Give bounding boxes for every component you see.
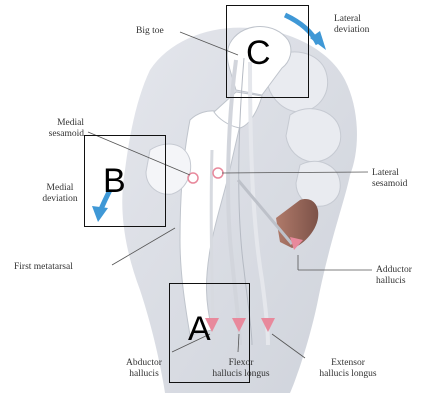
annotation-letter-a: A <box>188 312 211 346</box>
label-extensor-hallucis-longus-line2: hallucis longus <box>298 369 398 380</box>
label-extensor-hallucis-longus-line1: Extensor <box>298 358 398 369</box>
label-lateral-sesamoid-line1: Lateral <box>372 168 407 179</box>
annotation-letter-c: C <box>246 36 271 70</box>
label-adductor-hallucis: Adductor hallucis <box>376 265 412 287</box>
annotation-letter-b: B <box>103 164 126 198</box>
label-lateral-sesamoid: Lateral sesamoid <box>372 168 407 190</box>
label-medial-sesamoid-line1: Medial <box>28 118 84 129</box>
label-extensor-hallucis-longus: Extensor hallucis longus <box>298 358 398 380</box>
label-medial-deviation: Medial deviation <box>30 183 90 205</box>
label-medial-sesamoid: Medial sesamoid <box>28 118 84 140</box>
label-big-toe: Big toe <box>136 26 164 37</box>
label-lateral-sesamoid-line2: sesamoid <box>372 179 407 190</box>
label-first-metatarsal: First metatarsal <box>14 262 73 273</box>
label-medial-sesamoid-line2: sesamoid <box>28 129 84 140</box>
label-adductor-hallucis-line1: Adductor <box>376 265 412 276</box>
label-lateral-deviation: Lateral deviation <box>334 14 369 36</box>
label-medial-deviation-line1: Medial <box>30 183 90 194</box>
label-medial-deviation-line2: deviation <box>30 194 90 205</box>
label-adductor-hallucis-line2: hallucis <box>376 276 412 287</box>
label-lateral-deviation-line1: Lateral <box>334 14 369 25</box>
label-lateral-deviation-line2: deviation <box>334 25 369 36</box>
